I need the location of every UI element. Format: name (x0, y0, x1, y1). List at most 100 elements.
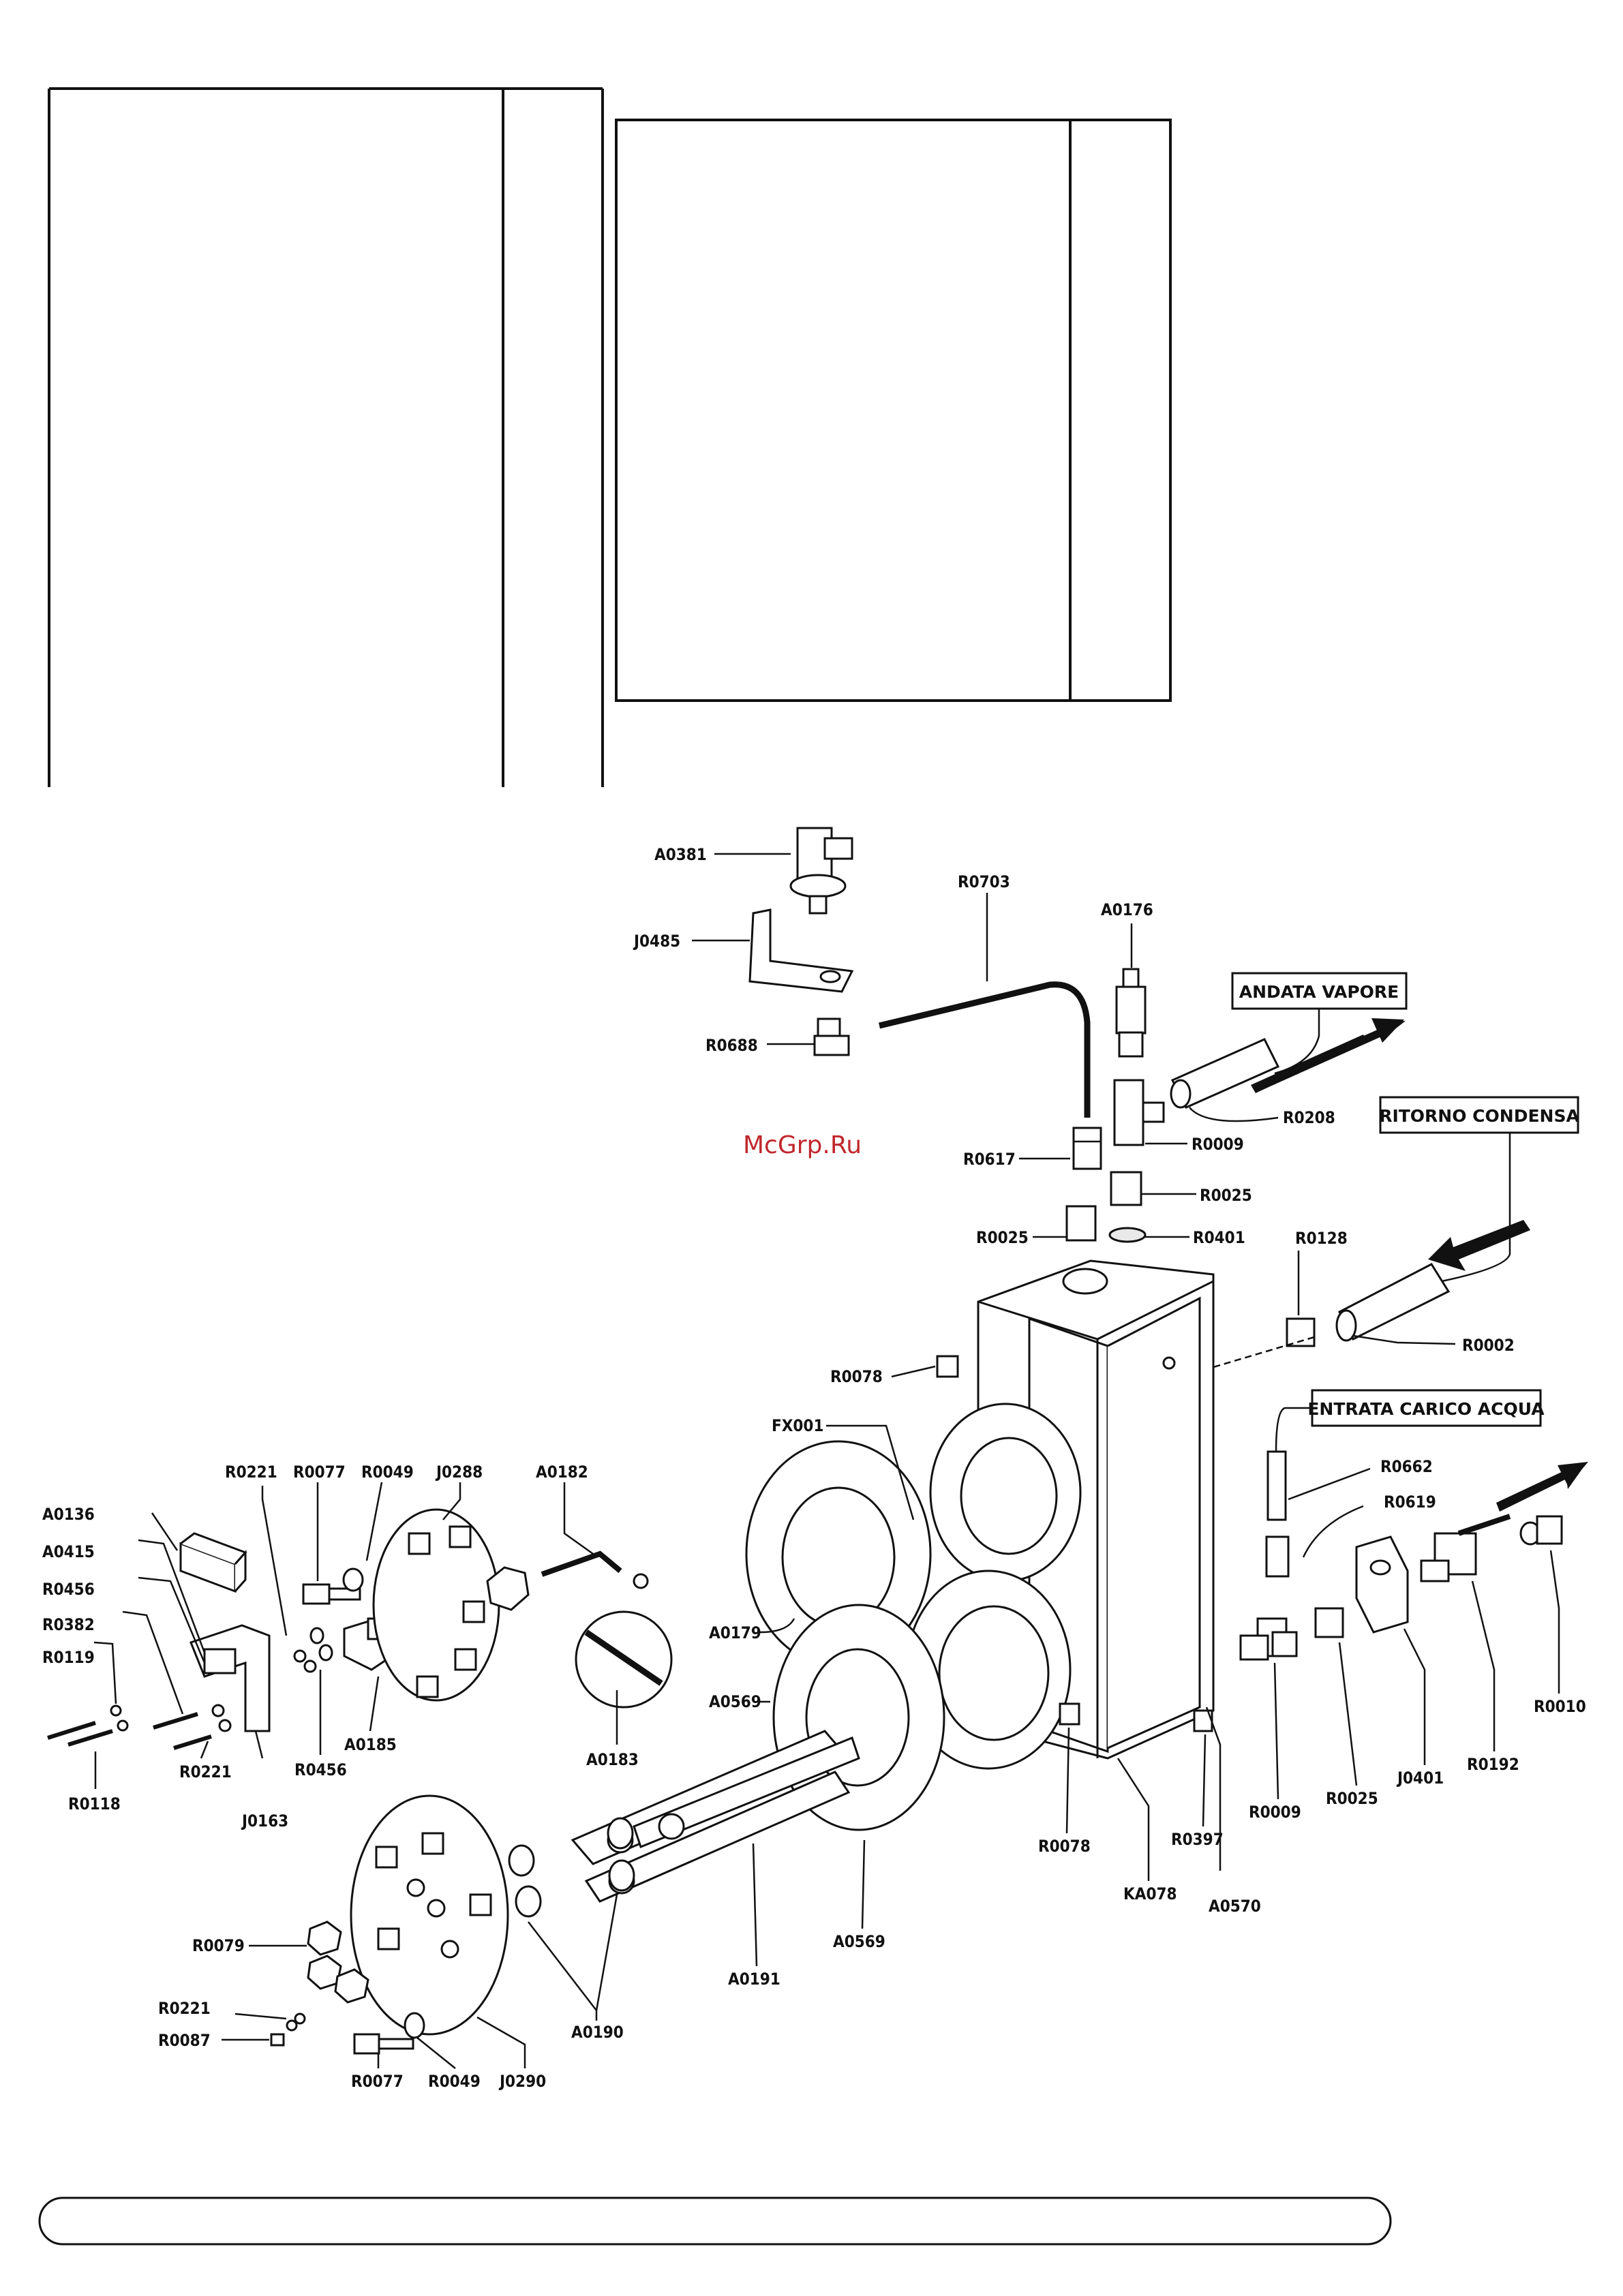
label-r0456-left: R0456 (42, 1580, 95, 1599)
label-a0569-bottom: A0569 (833, 1932, 885, 1951)
condensate-nipple-part (1335, 1263, 1451, 1342)
label-j0290: J0290 (498, 2072, 546, 2091)
label-r0049-bottom: R0049 (428, 2072, 481, 2091)
label-r0025-bottom: R0025 (1326, 1789, 1378, 1808)
label-a0179: A0179 (709, 1623, 761, 1642)
label-r0009-top: R0009 (1192, 1135, 1244, 1154)
elbow-fitting-part (813, 1017, 850, 1056)
nipple-r0619-part (1265, 1535, 1290, 1578)
nut-r0025-left-part (1065, 1205, 1097, 1242)
safety-valve-part (1115, 968, 1147, 1058)
label-r0208: R0208 (1283, 1108, 1335, 1127)
label-j0163: J0163 (241, 1811, 288, 1831)
label-r0119: R0119 (42, 1648, 95, 1667)
nut-r0025-bottom-part (1314, 1607, 1344, 1638)
heater-plate-part (350, 1794, 509, 2036)
andata-vapore-label: ANDATA VAPORE (1239, 982, 1399, 1002)
nuts-r0079-part (307, 1920, 369, 2004)
nut-r0078-bottom-part (1059, 1702, 1080, 1726)
upper-flange-part (929, 1403, 1082, 1582)
element-washers-part (508, 1817, 635, 1918)
label-a0182: A0182 (536, 1463, 588, 1482)
bolt-r0077-bottom-part (353, 2033, 414, 2055)
label-r0688: R0688 (706, 1036, 758, 1055)
tool-key-part (541, 1550, 622, 1577)
label-a0191: A0191 (728, 1970, 780, 1989)
washers-r0456-part (309, 1627, 333, 1662)
part-labels: A0381 J0485 R0688 R0703 A0176 R0208 R000… (42, 845, 1586, 2091)
label-r0009-bottom: R0009 (1249, 1803, 1301, 1822)
left-parts-table (48, 87, 604, 787)
label-r0078-top: R0078 (830, 1367, 883, 1386)
steam-out-nipple-part (1170, 1038, 1280, 1109)
label-a0415: A0415 (42, 1542, 95, 1561)
label-a0381: A0381 (654, 845, 707, 864)
label-r0456-bottom: R0456 (294, 1760, 347, 1779)
label-r0401: R0401 (1193, 1228, 1245, 1247)
label-r0077-top: R0077 (293, 1463, 346, 1482)
washer-r0049-bottom-part (404, 2012, 425, 2039)
label-r0077-bottom: R0077 (351, 2072, 404, 2091)
tube-r0662-part (1266, 1450, 1287, 1521)
bracket-j0401-part (1355, 1535, 1409, 1634)
tee-fitting-top-part (1113, 1079, 1165, 1146)
small-washers-bottom-part (270, 2012, 306, 2047)
label-ka078: KA078 (1123, 1884, 1177, 1903)
label-a0570: A0570 (1209, 1897, 1261, 1916)
washer-r0049-top-part (342, 1567, 364, 1592)
label-r0025-top: R0025 (1200, 1186, 1252, 1205)
screws-r0118-part (47, 1704, 129, 1747)
label-a0190: A0190 (571, 2023, 624, 2042)
nipple-r0128-part (1286, 1317, 1316, 1347)
water-inlet-arrow (1496, 1465, 1585, 1512)
label-r0221-bottom: R0221 (158, 1999, 211, 2018)
label-r0221-mid: R0221 (179, 1762, 232, 1781)
entrata-carico-acqua-label: ENTRATA CARICO ACQUA (1307, 1399, 1545, 1419)
andata-vapore-box: ANDATA VAPORE (1231, 972, 1408, 1010)
label-j0401: J0401 (1396, 1769, 1444, 1788)
label-r0002: R0002 (1462, 1336, 1515, 1355)
screws-r0382-part (153, 1704, 232, 1750)
nipple-r0010-part (1519, 1515, 1563, 1546)
bracket-part (748, 908, 854, 993)
plug-r0397-part (1193, 1709, 1213, 1732)
lower-flange-part (905, 1570, 1072, 1770)
nut-r0078-top-part (936, 1355, 959, 1378)
label-r0382: R0382 (42, 1615, 95, 1634)
label-r0617: R0617 (963, 1150, 1016, 1169)
label-a0569-left: A0569 (709, 1692, 761, 1711)
label-a0185: A0185 (344, 1735, 397, 1754)
tee-fitting-bottom-part (1239, 1617, 1298, 1661)
label-r0397: R0397 (1171, 1830, 1224, 1849)
label-r0192: R0192 (1467, 1755, 1519, 1774)
label-a0176: A0176 (1101, 900, 1153, 919)
condensate-arrow (1428, 1220, 1530, 1271)
label-r0079: R0079 (192, 1936, 245, 1955)
label-r0662: R0662 (1380, 1457, 1433, 1476)
label-r0118: R0118 (68, 1794, 121, 1813)
label-a0183: A0183 (586, 1750, 639, 1769)
probe-disc-part (575, 1610, 673, 1709)
label-a0136: A0136 (42, 1505, 95, 1524)
ritorno-condensa-box: RITORNO CONDENSA (1379, 1096, 1579, 1134)
ball-valve-part (1420, 1514, 1511, 1582)
label-j0485: J0485 (633, 932, 680, 951)
entrata-carico-acqua-box: ENTRATA CARICO ACQUA (1307, 1389, 1545, 1427)
bolt-r0077-top-part (302, 1583, 361, 1605)
label-r0087: R0087 (158, 2031, 211, 2050)
label-fx001: FX001 (772, 1416, 823, 1435)
watermark: McGrp.Ru (743, 1131, 862, 1159)
washers-r0221-top-part (293, 1649, 317, 1673)
label-r0619: R0619 (1384, 1493, 1436, 1512)
leader-lines (93, 853, 1560, 2069)
microswitch-part (179, 1532, 247, 1593)
label-r0049-top: R0049 (361, 1463, 414, 1482)
footer-box (38, 2196, 1392, 2246)
ritorno-condensa-label: RITORNO CONDENSA (1379, 1106, 1579, 1126)
pressure-switch-part (789, 827, 853, 915)
washer-r0401-part (1108, 1227, 1147, 1243)
label-j0288: J0288 (435, 1463, 483, 1482)
label-r0221-top: R0221 (225, 1463, 277, 1482)
label-r0128: R0128 (1295, 1229, 1348, 1248)
label-r0078-bottom: R0078 (1038, 1837, 1091, 1856)
